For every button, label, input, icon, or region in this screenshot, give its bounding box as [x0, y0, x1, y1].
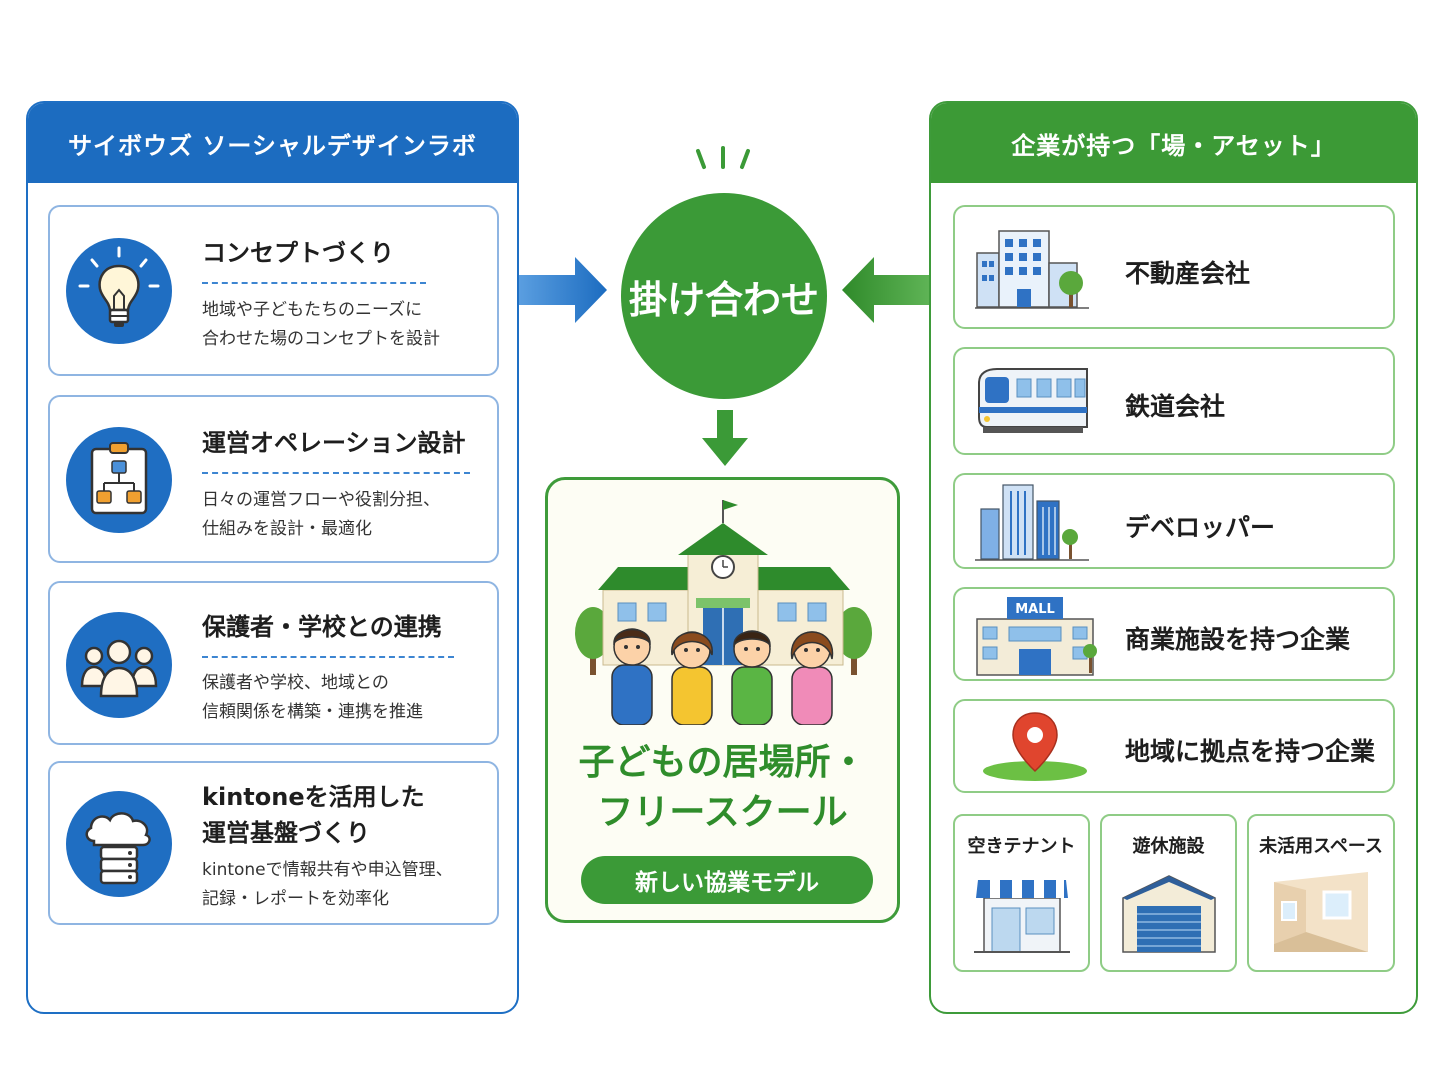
kintone-title-line2: 運営基盤づくり	[202, 819, 370, 847]
mall-sign: MALL	[1015, 602, 1055, 617]
map-pin-icon	[983, 712, 1087, 781]
new-model-box: 子どもの居場所・ フリースクール 新しい協業モデル	[545, 477, 900, 923]
operation-card: 運営オペレーション設計 日々の運営フローや役割分担、 仕組みを設計・最適化	[48, 395, 499, 563]
operation-title: 運営オペレーション設計	[202, 429, 466, 457]
mall-label: 商業施設を持つ企業	[1125, 625, 1351, 654]
lightbulb-icon	[66, 238, 172, 344]
partnership-card: 保護者・学校との連携 保護者や学校、地域との 信頼関係を構築・連携を推進	[48, 581, 499, 745]
concept-title: コンセプトづくり	[202, 239, 394, 267]
flowchart-clipboard-icon	[66, 427, 172, 533]
left-panel: サイボウズ ソーシャルデザインラボ コンセプトづくり 地域や子どもたちのニー	[26, 101, 519, 1014]
new-model-pill: 新しい協業モデル	[581, 856, 873, 904]
left-panel-header: サイボウズ ソーシャルデザインラボ	[28, 103, 517, 183]
concept-desc-line2: 合わせた場のコンセプトを設計	[202, 329, 440, 349]
center-title-line2: フリースクール	[597, 792, 848, 833]
arrow-down-icon	[702, 410, 748, 466]
vacant-tenant-card: 空きテナント	[953, 814, 1090, 972]
kintone-card: kintoneを活用した 運営基盤づくり kintoneで情報共有や申込管理、 …	[48, 761, 499, 925]
arrow-right-icon	[519, 257, 607, 323]
center-title-line1: 子どもの居場所・	[578, 742, 867, 783]
mall-card: MALL 商業施設を持つ企業	[953, 587, 1395, 681]
cloud-database-icon	[66, 791, 172, 897]
idle-facility-label: 遊休施設	[1132, 836, 1205, 857]
idle-facility-card: 遊休施設	[1100, 814, 1237, 972]
train-icon	[978, 368, 1088, 433]
divider	[202, 282, 426, 284]
operation-desc-line1: 日々の運営フローや役割分担、	[202, 490, 440, 510]
mall-icon: MALL	[976, 597, 1097, 676]
partnership-desc-line1: 保護者や学校、地域との	[202, 673, 389, 693]
local-base-label: 地域に拠点を持つ企業	[1125, 737, 1376, 766]
sparkle-lines-icon	[696, 146, 750, 169]
people-group-icon	[66, 612, 172, 718]
right-panel: 企業が持つ「場・アセット」 不動産会社	[929, 101, 1418, 1014]
divider	[202, 656, 454, 658]
developer-label: デベロッパー	[1125, 513, 1276, 542]
local-base-card: 地域に拠点を持つ企業	[953, 699, 1395, 793]
developer-card: デベロッパー	[953, 473, 1395, 569]
partnership-desc-line2: 信頼関係を構築・連携を推進	[202, 702, 423, 722]
real-estate-card: 不動産会社	[953, 205, 1395, 329]
divider	[202, 472, 470, 474]
railway-card: 鉄道会社	[953, 347, 1395, 455]
unused-space-card: 未活用スペース	[1247, 814, 1395, 972]
railway-label: 鉄道会社	[1125, 392, 1226, 421]
concept-desc-line1: 地域や子どもたちのニーズに	[202, 300, 423, 320]
kintone-title-line1: kintoneを活用した	[202, 783, 425, 811]
real-estate-label: 不動産会社	[1125, 259, 1251, 288]
arrow-left-icon	[842, 257, 930, 323]
skyscrapers-icon	[975, 484, 1089, 561]
partnership-title: 保護者・学校との連携	[202, 613, 442, 641]
unused-space-label: 未活用スペース	[1259, 836, 1383, 857]
operation-desc-line2: 仕組みを設計・最適化	[202, 519, 372, 539]
vacant-tenant-label: 空きテナント	[967, 836, 1076, 857]
storefront-icon	[973, 880, 1070, 953]
combine-circle: 掛け合わせ	[621, 193, 827, 399]
kintone-desc-line1: kintoneで情報共有や申込管理、	[202, 860, 453, 880]
office-building-icon	[975, 230, 1089, 309]
empty-room-icon	[1274, 872, 1368, 952]
school-children-illustration	[575, 500, 872, 725]
right-panel-header: 企業が持つ「場・アセット」	[931, 103, 1416, 183]
warehouse-icon	[1121, 875, 1216, 953]
center-title: 子どもの居場所・ フリースクール	[548, 738, 897, 838]
concept-card: コンセプトづくり 地域や子どもたちのニーズに 合わせた場のコンセプトを設計	[48, 205, 499, 376]
kintone-desc-line2: 記録・レポートを効率化	[202, 889, 389, 909]
